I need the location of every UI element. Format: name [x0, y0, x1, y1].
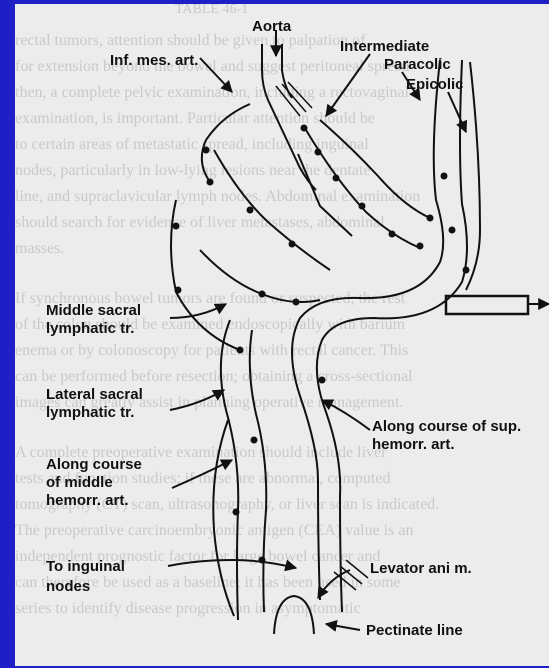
- rectum-left-wall: [221, 320, 238, 620]
- along-middle-label-line1: Along course: [46, 456, 142, 474]
- to-inguinal-label-line2: nodes: [46, 578, 90, 596]
- along-middle-label-line2: of middle: [46, 474, 113, 492]
- lymph-node: [247, 207, 254, 214]
- lymph-node: [301, 125, 308, 132]
- to-inguinal-label-line1: To inguinal: [46, 558, 125, 576]
- intermediate-pointer: [326, 54, 370, 116]
- lymph-chain: [171, 200, 240, 350]
- lymph-node: [463, 267, 470, 274]
- lymph-node: [427, 215, 434, 222]
- lateral-sacral-line: [170, 390, 224, 410]
- along-sup-label-line2: hemorr. art.: [372, 436, 455, 454]
- lymph-node: [203, 147, 210, 154]
- middle-sacral-label-line2: lymphatic tr.: [46, 320, 134, 338]
- lymph-node: [251, 437, 258, 444]
- epicolic-pointer: [448, 92, 466, 132]
- lymph-node: [207, 179, 214, 186]
- along-middle-label-line3: hemorr. art.: [46, 492, 129, 510]
- middle-hemorr-line: [172, 460, 232, 488]
- along-sup-line: [322, 400, 370, 430]
- lymph-node: [359, 203, 366, 210]
- lymph-node: [175, 287, 182, 294]
- pelvic-curve: [213, 420, 234, 616]
- lymph-node: [289, 241, 296, 248]
- epicolic-label: Epicolic: [406, 76, 464, 94]
- lymph-node: [293, 299, 300, 306]
- colon-fold: [466, 62, 480, 290]
- aorta-vessel: [262, 44, 316, 190]
- lymph-node: [173, 223, 180, 230]
- lymph-node: [237, 347, 244, 354]
- lateral-sacral-label-line1: Lateral sacral: [46, 386, 143, 404]
- lymph-chain: [298, 154, 352, 236]
- intermediate-label: Intermediate: [340, 38, 429, 56]
- anal-canal: [274, 596, 314, 634]
- colon-outer-wall: [292, 60, 443, 600]
- along-sup-label-line1: Along course of sup.: [372, 418, 521, 436]
- aorta-hatch: [276, 82, 312, 116]
- middle-sacral-line: [170, 304, 226, 318]
- lateral-sacral-label-line2: lymphatic tr.: [46, 404, 134, 422]
- paracolic-label: Paracolic: [384, 56, 451, 74]
- lymph-node: [315, 149, 322, 156]
- inf-mes-branch: [214, 150, 330, 270]
- inf-mes-art-label: Inf. mes. art.: [110, 52, 198, 70]
- lymph-node: [259, 557, 266, 564]
- lymph-node: [389, 231, 396, 238]
- lymph-node: [319, 377, 326, 384]
- lymph-node: [259, 291, 266, 298]
- lymph-chain: [320, 120, 430, 218]
- colon-inner-wall: [317, 60, 467, 612]
- pectinate-line: [326, 624, 360, 630]
- aorta-label: Aorta: [252, 18, 291, 36]
- lymph-node: [417, 243, 424, 250]
- lymph-node: [233, 509, 240, 516]
- lymph-chain: [306, 130, 420, 248]
- pectinate-label: Pectinate line: [366, 622, 463, 640]
- lymph-node: [441, 173, 448, 180]
- lymph-node: [449, 227, 456, 234]
- highlight-box: [446, 296, 528, 314]
- levator-label: Levator ani m.: [370, 560, 472, 578]
- lymph-node: [333, 175, 340, 182]
- middle-sacral-label-line1: Middle sacral: [46, 302, 141, 320]
- rectum-right-wall: [250, 330, 267, 612]
- inf-mes-pointer: [200, 58, 232, 92]
- levator-line: [318, 570, 350, 598]
- inguinal-line: [168, 560, 296, 568]
